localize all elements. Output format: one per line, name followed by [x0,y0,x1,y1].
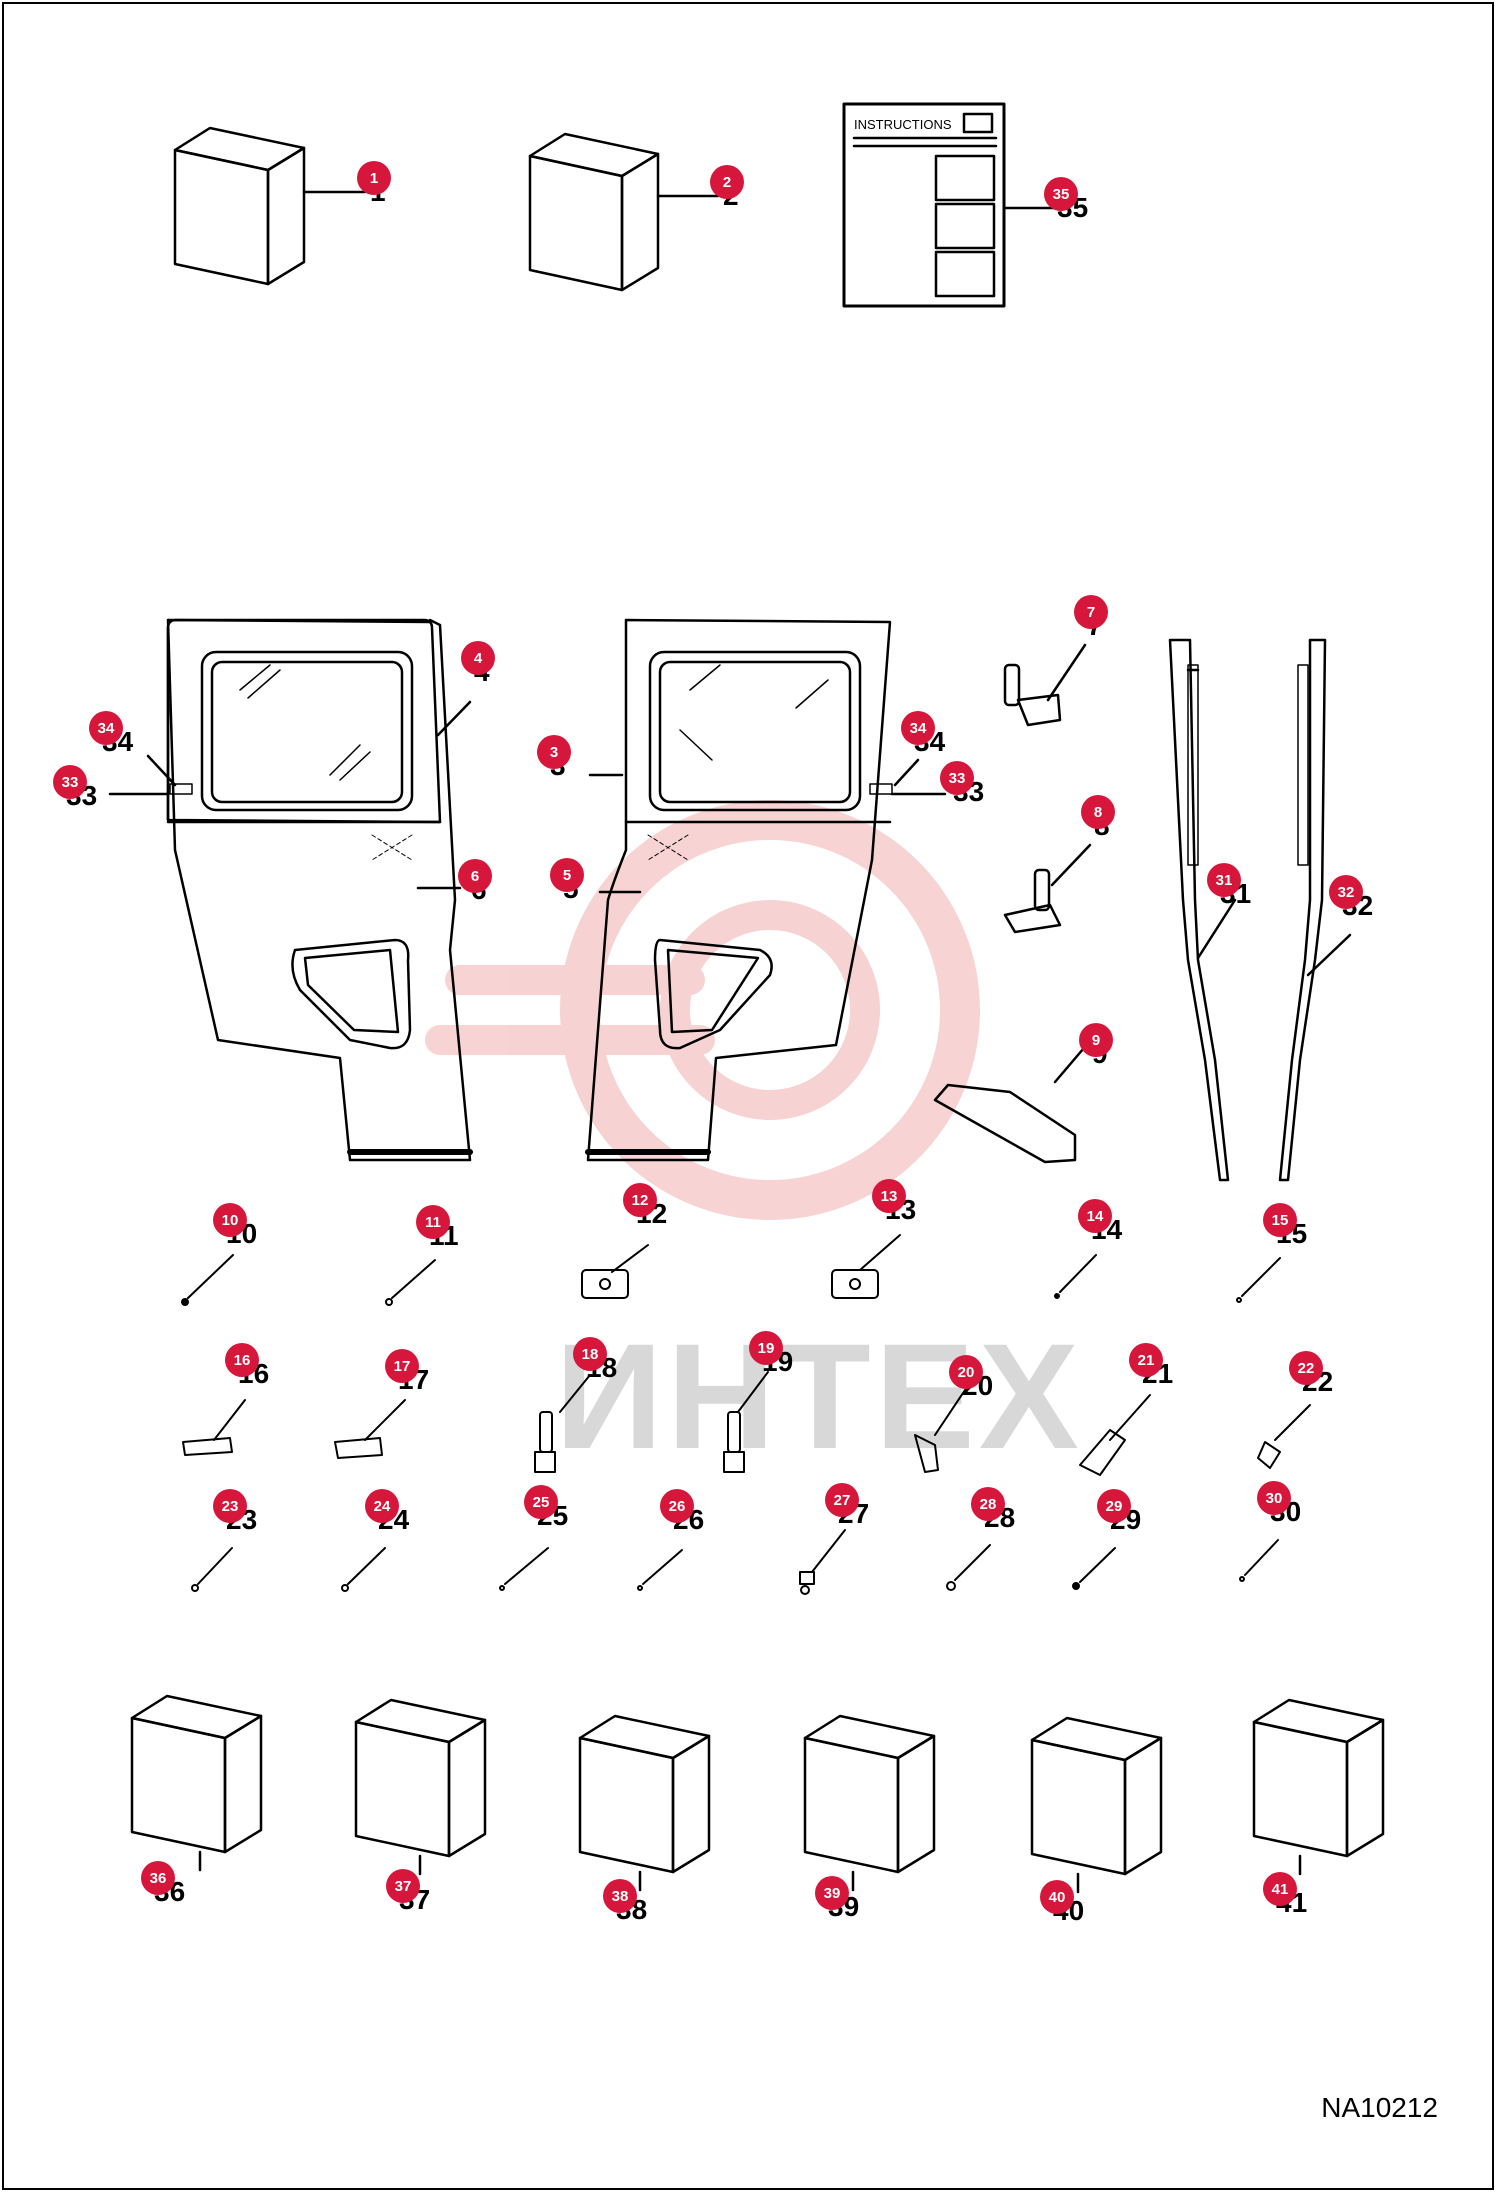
callout-badge-27[interactable]: 27 [825,1483,859,1517]
callout-badge-10[interactable]: 10 [213,1203,247,1237]
callout-badge-15[interactable]: 15 [1263,1203,1297,1237]
box-part-37 [354,1698,487,1876]
box-part-40 [1030,1716,1163,1894]
callout-badge-23[interactable]: 23 [213,1489,247,1523]
callout-badge-33[interactable]: 33 [53,765,87,799]
instruction-sheet-heading: INSTRUCTIONS [854,117,952,132]
callout-badge-7[interactable]: 7 [1074,595,1108,629]
callout-badge-25[interactable]: 25 [524,1485,558,1519]
callout-badge-24[interactable]: 24 [365,1489,399,1523]
callout-badge-28[interactable]: 28 [971,1487,1005,1521]
callout-badge-40[interactable]: 40 [1040,1880,1074,1914]
callout-badge-18[interactable]: 18 [573,1337,607,1371]
box-part-1 [173,126,306,286]
callout-badge-34[interactable]: 34 [901,711,935,745]
callout-badge-11[interactable]: 11 [416,1205,450,1239]
seal-part-32 [1278,638,1327,1182]
box-part-36 [130,1694,263,1872]
callout-badge-16[interactable]: 16 [225,1343,259,1377]
callout-badge-9[interactable]: 9 [1079,1023,1113,1057]
callout-badge-12[interactable]: 12 [623,1183,657,1217]
callout-badge-21[interactable]: 21 [1129,1343,1163,1377]
callout-badge-33[interactable]: 33 [940,761,974,795]
callout-badge-6[interactable]: 6 [458,859,492,893]
fastener-row-3 [191,1529,1279,1595]
callout-badge-26[interactable]: 26 [660,1489,694,1523]
hinge-part-8 [1003,868,1062,934]
callout-badge-30[interactable]: 30 [1257,1481,1291,1515]
callout-badge-13[interactable]: 13 [872,1179,906,1213]
watermark-gear-icon [425,800,980,1220]
callout-badge-22[interactable]: 22 [1289,1351,1323,1385]
callout-badge-2[interactable]: 2 [710,165,744,199]
bracket-part-9 [933,1083,1077,1164]
callout-badge-36[interactable]: 36 [141,1861,175,1895]
box-part-2 [528,132,660,292]
callout-badge-31[interactable]: 31 [1207,863,1241,897]
fastener-row-1 [181,1234,1281,1306]
callout-badge-19[interactable]: 19 [749,1331,783,1365]
callout-badge-39[interactable]: 39 [815,1876,849,1910]
callout-badge-29[interactable]: 29 [1097,1489,1131,1523]
callout-badge-20[interactable]: 20 [949,1355,983,1389]
instruction-sheet [842,102,1006,308]
fastener-row-2 [182,1371,1311,1476]
door-left [166,618,473,1162]
callout-badge-34[interactable]: 34 [89,711,123,745]
seal-part-31 [1168,638,1230,1182]
box-part-39 [803,1714,936,1892]
callout-badge-4[interactable]: 4 [461,641,495,675]
callout-badge-35[interactable]: 35 [1044,177,1078,211]
drawing-code: NA10212 [1321,2092,1438,2123]
callout-badge-8[interactable]: 8 [1081,795,1115,829]
callout-badge-17[interactable]: 17 [385,1349,419,1383]
callout-badge-38[interactable]: 38 [603,1879,637,1913]
callout-badge-3[interactable]: 3 [537,735,571,769]
callout-badge-1[interactable]: 1 [357,161,391,195]
watermark-text: ИНТЕХ [555,1312,1083,1480]
box-part-41 [1252,1698,1385,1876]
box-part-38 [578,1714,711,1892]
callout-badge-37[interactable]: 37 [386,1869,420,1903]
door-right [585,618,893,1162]
callout-badge-32[interactable]: 32 [1329,875,1363,909]
callout-badge-14[interactable]: 14 [1078,1199,1112,1233]
hinge-part-7 [1003,663,1062,727]
callout-badge-41[interactable]: 41 [1263,1872,1297,1906]
callout-badge-5[interactable]: 5 [550,858,584,892]
